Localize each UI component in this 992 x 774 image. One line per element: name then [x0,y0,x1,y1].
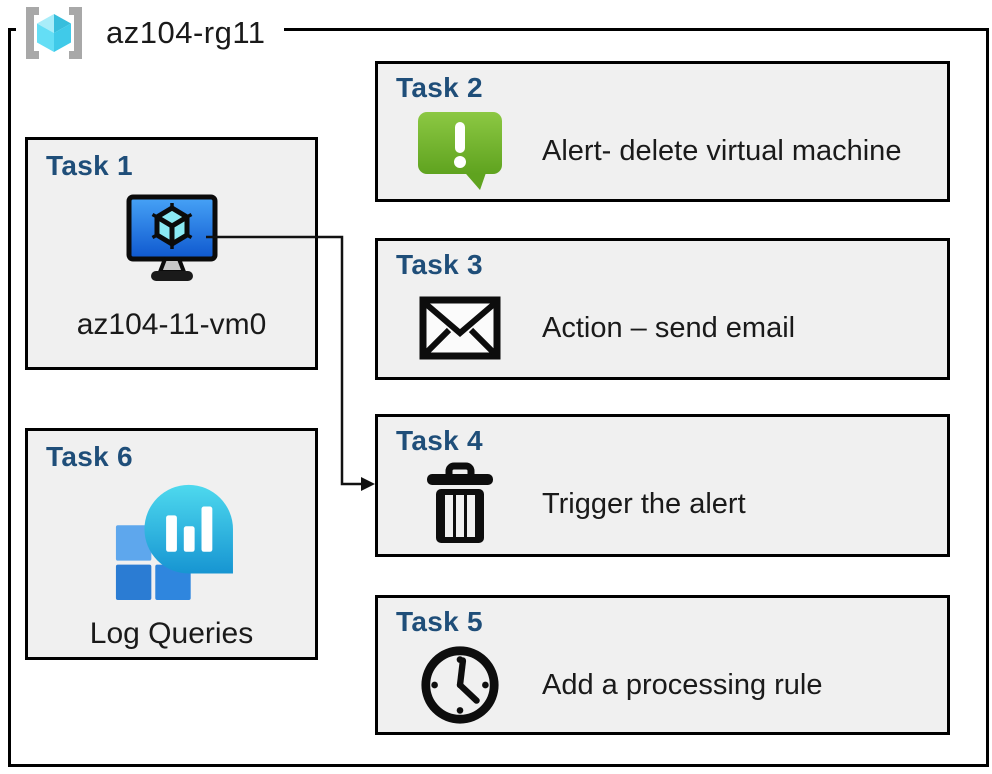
task-2-text: Alert- delete virtual machine [542,134,902,167]
log-queries-icon [42,477,301,603]
resource-group-header: az104-rg11 [16,4,284,62]
task-5-text: Add a processing rule [542,668,823,701]
task-1-text: az104-11-vm0 [76,308,267,341]
clock-icon [412,643,508,727]
task-2-title: Task 2 [396,72,483,103]
task-5-box: Task 5 Add a processing rule [375,595,950,735]
task-5-title: Task 5 [396,606,483,637]
resource-group-icon [18,6,90,60]
page-title: az104-rg11 [106,15,266,50]
task-3-box: Task 3 Action – send email [375,238,950,380]
task-3-text: Action – send email [542,311,796,344]
task-6-text: Log Queries [89,617,254,650]
task-4-text: Trigger the alert [542,487,746,520]
task-1-title: Task 1 [46,150,133,181]
task-2-box: Task 2 Alert- delete virtual machine [375,61,950,202]
task-1-box: Task 1 az104-11-vm0 [25,137,318,370]
email-icon [412,296,508,360]
task-6-box: Task 6 Log Queries [25,428,318,660]
task-6-title: Task 6 [46,441,133,472]
alert-icon [412,109,508,193]
task-4-box: Task 4 Trigger the alert [375,414,950,557]
task-4-title: Task 4 [396,425,483,456]
virtual-machine-icon [42,184,301,294]
task-3-title: Task 3 [396,249,483,280]
trash-icon [412,462,508,546]
